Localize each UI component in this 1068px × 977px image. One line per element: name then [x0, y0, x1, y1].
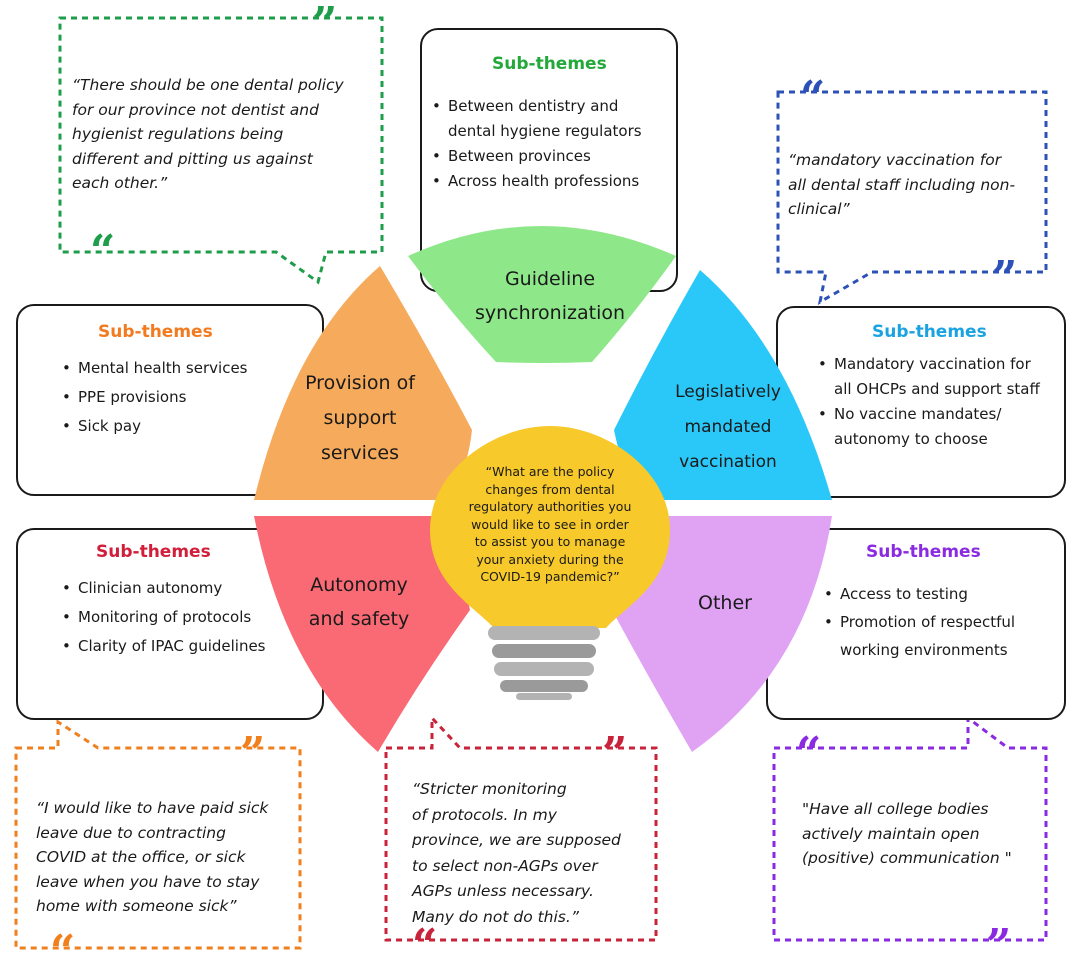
close-quote-icon: ” [602, 728, 628, 779]
close-quote-icon: ” [240, 728, 266, 779]
subtheme-item: Monitoring of protocols [62, 603, 266, 632]
subthemes-list-vaccination: Mandatory vaccination for all OHCPs and … [818, 352, 1040, 452]
quote-other: "Have all college bodies actively mainta… [802, 800, 1012, 867]
petal-support [254, 266, 472, 500]
subthemes-title-vaccination: Sub-themes [872, 322, 987, 342]
petal-autonomy [254, 516, 470, 752]
subthemes-title-guideline: Sub-themes [492, 54, 607, 74]
open-quote-icon: “ [800, 72, 826, 123]
subthemes-list-support: Mental health services PPE provisions Si… [62, 354, 247, 441]
subtheme-item: all OHCPs and support staff [834, 380, 1040, 398]
petal-label-vaccination: Legislatively mandated vaccination [675, 382, 781, 472]
subtheme-item: working environments [840, 641, 1008, 659]
petal-guideline [408, 226, 676, 363]
quote-bubble-orange [14, 719, 302, 950]
bulb-base [488, 626, 600, 700]
petal-label-other: Other [698, 592, 752, 614]
open-quote-icon: “ [796, 728, 822, 779]
subtheme-item: Access to testing [824, 580, 1015, 608]
subthemes-title-support: Sub-themes [98, 322, 213, 342]
subtheme-item: autonomy to choose [834, 430, 988, 448]
subtheme-item: Sick pay [62, 412, 247, 441]
subtheme-item: PPE provisions [62, 383, 247, 412]
petal-other [612, 516, 832, 752]
subthemes-box-autonomy: Sub-themes Clinician autonomy Monitoring… [16, 528, 324, 720]
quote-bubble-purple [772, 715, 1048, 942]
subthemes-title-other: Sub-themes [866, 542, 981, 562]
petal-label-guideline: Guideline synchronization [474, 268, 626, 324]
quote-bubble-blue [776, 90, 1048, 305]
subtheme-item: Between dentistry and [432, 94, 642, 119]
central-question: “What are the policy changes from dental… [468, 464, 632, 584]
quote-autonomy: “Stricter monitoring of protocols. In my… [412, 780, 621, 926]
close-quote-icon: ” [312, 0, 338, 49]
quote-support: “I would like to have paid sick leave du… [36, 799, 269, 915]
bulb-glass [430, 426, 670, 628]
quote-bubble-red [384, 714, 658, 942]
subtheme-item: No vaccine mandates/ [818, 402, 1040, 427]
subtheme-item: Mental health services [62, 354, 247, 383]
subthemes-title-autonomy: Sub-themes [96, 542, 211, 562]
subtheme-item: Mandatory vaccination for [818, 352, 1040, 377]
subtheme-item: Promotion of respectful [824, 608, 1015, 636]
subthemes-list-guideline: Between dentistry and dental hygiene reg… [432, 94, 642, 194]
subtheme-item: dental hygiene regulators [448, 122, 642, 140]
subthemes-list-other: Access to testing Promotion of respectfu… [824, 580, 1015, 664]
petal-label-autonomy: Autonomy and safety [308, 574, 410, 630]
quote-bubble-green [58, 16, 384, 285]
quote-guideline: “There should be one dental policy for o… [72, 76, 344, 192]
petal-label-support: Provision of support services [305, 372, 415, 464]
quote-vaccination: “mandatory vaccination for all dental st… [788, 151, 1016, 218]
close-quote-icon: ” [992, 252, 1018, 303]
subtheme-item: Clarity of IPAC guidelines [62, 632, 266, 661]
petal-vaccination [614, 270, 832, 500]
subtheme-item: Clinician autonomy [62, 574, 266, 603]
subthemes-box-vaccination: Sub-themes Mandatory vaccination for all… [776, 306, 1066, 498]
subthemes-box-guideline: Sub-themes Between dentistry and dental … [420, 28, 678, 292]
subtheme-item: Across health professions [432, 169, 642, 194]
subtheme-item: Between provinces [432, 144, 642, 169]
open-quote-icon: “ [90, 226, 116, 277]
subthemes-list-autonomy: Clinician autonomy Monitoring of protoco… [62, 574, 266, 661]
